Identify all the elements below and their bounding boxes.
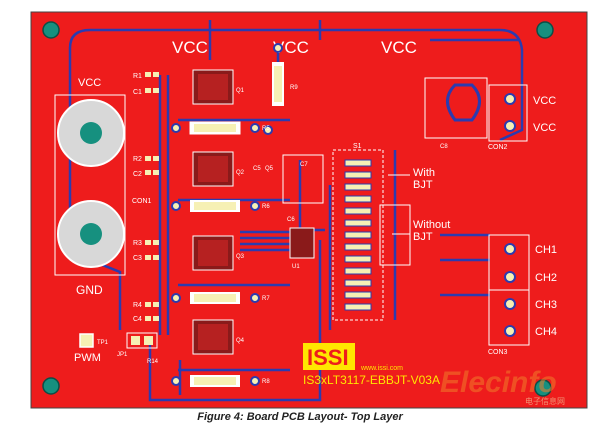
refdes-c3: C3 [133,255,142,262]
with-bjt-label-line1: With [413,167,435,179]
con1-label: CON1 [132,198,152,205]
refdes-c8: C8 [440,144,448,150]
mounting-hole-bottom-left [42,377,60,395]
con2-vcc-pin-1: VCC [533,95,556,107]
refdes-r5: R5 [262,126,270,132]
issi-logo-text: ISSI [307,345,349,370]
mounting-holes [42,21,554,397]
watermark-brand: Elecinfo [440,366,557,399]
vcc-traces [68,20,524,402]
without-bjt-label-line2: BJT [413,231,433,243]
refdes-u1: U1 [292,264,300,270]
con2-vcc-pin-2: VCC [533,122,556,134]
refdes-r7: R7 [262,296,270,302]
test-point-tp1 [79,333,94,348]
refdes-jp1: JP1 [117,352,128,358]
refdes-r14: R14 [147,359,159,365]
issi-url: www.issi.com [360,365,403,372]
refdes-r8: R8 [262,379,270,385]
refdes-c5: C5 [253,166,261,172]
refdes-s1: S1 [353,143,362,150]
watermark-sub: 电子信息网 [525,396,565,406]
con3-ch4-label: CH4 [535,326,557,338]
refdes-c7: C7 [300,162,308,168]
refdes-c4: C4 [133,316,142,323]
gnd-label: GND [76,283,103,297]
switch-s1 [332,149,384,321]
capacitor-c7 [282,154,324,204]
mounting-hole-top-right [536,21,554,39]
vcc-label-3: VCC [381,38,417,57]
vcc-label-2: VCC [273,38,309,57]
figure-caption: Figure 4: Board PCB Layout- Top Layer [197,411,403,423]
refdes-q4: Q4 [236,338,245,344]
refdes-r2: R2 [133,156,142,163]
refdes-c6: C6 [287,217,295,223]
con1-vcc-label: VCC [78,77,101,89]
switch-s1-pads [344,159,372,311]
refdes-c2: C2 [133,171,142,178]
con1-power-terminal [54,94,126,276]
con3-ch3-label: CH3 [535,299,557,311]
board-substrate [30,11,588,409]
mounting-hole-top-left [42,21,60,39]
refdes-r9: R9 [290,85,298,91]
without-bjt-label-line1: Without [413,219,450,231]
refdes-r4: R4 [133,302,142,309]
refdes-q3: Q3 [236,254,245,260]
board-id-label: IS3xLT3117-EBBJT-V03A [303,373,440,387]
refdes-tp1: TP1 [97,340,109,346]
refdes-q1: Q1 [236,88,245,94]
pwm-label: PWM [74,352,101,364]
refdes-r1: R1 [133,73,142,80]
mounting-hole-bottom-right [534,379,552,397]
refdes-c1: C1 [133,89,142,96]
refdes-q5: Q5 [265,166,274,172]
con2-label: CON2 [488,144,508,151]
con3-ch1-label: CH1 [535,244,557,256]
capacitor-c8 [424,77,488,139]
con2-connector [488,84,528,142]
refdes-r6: R6 [262,204,270,210]
vcc-label-1: VCC [172,38,208,57]
con3-label: CON3 [488,349,508,356]
with-bjt-label-line2: BJT [413,179,433,191]
jumper-jp1 [126,332,158,349]
refdes-q2: Q2 [236,170,245,176]
refdes-r3: R3 [133,240,142,247]
ic-u1 [289,227,315,259]
driver-channel-rows [145,43,283,387]
issi-logo [303,343,355,370]
con3-ch2-label: CH2 [535,272,557,284]
